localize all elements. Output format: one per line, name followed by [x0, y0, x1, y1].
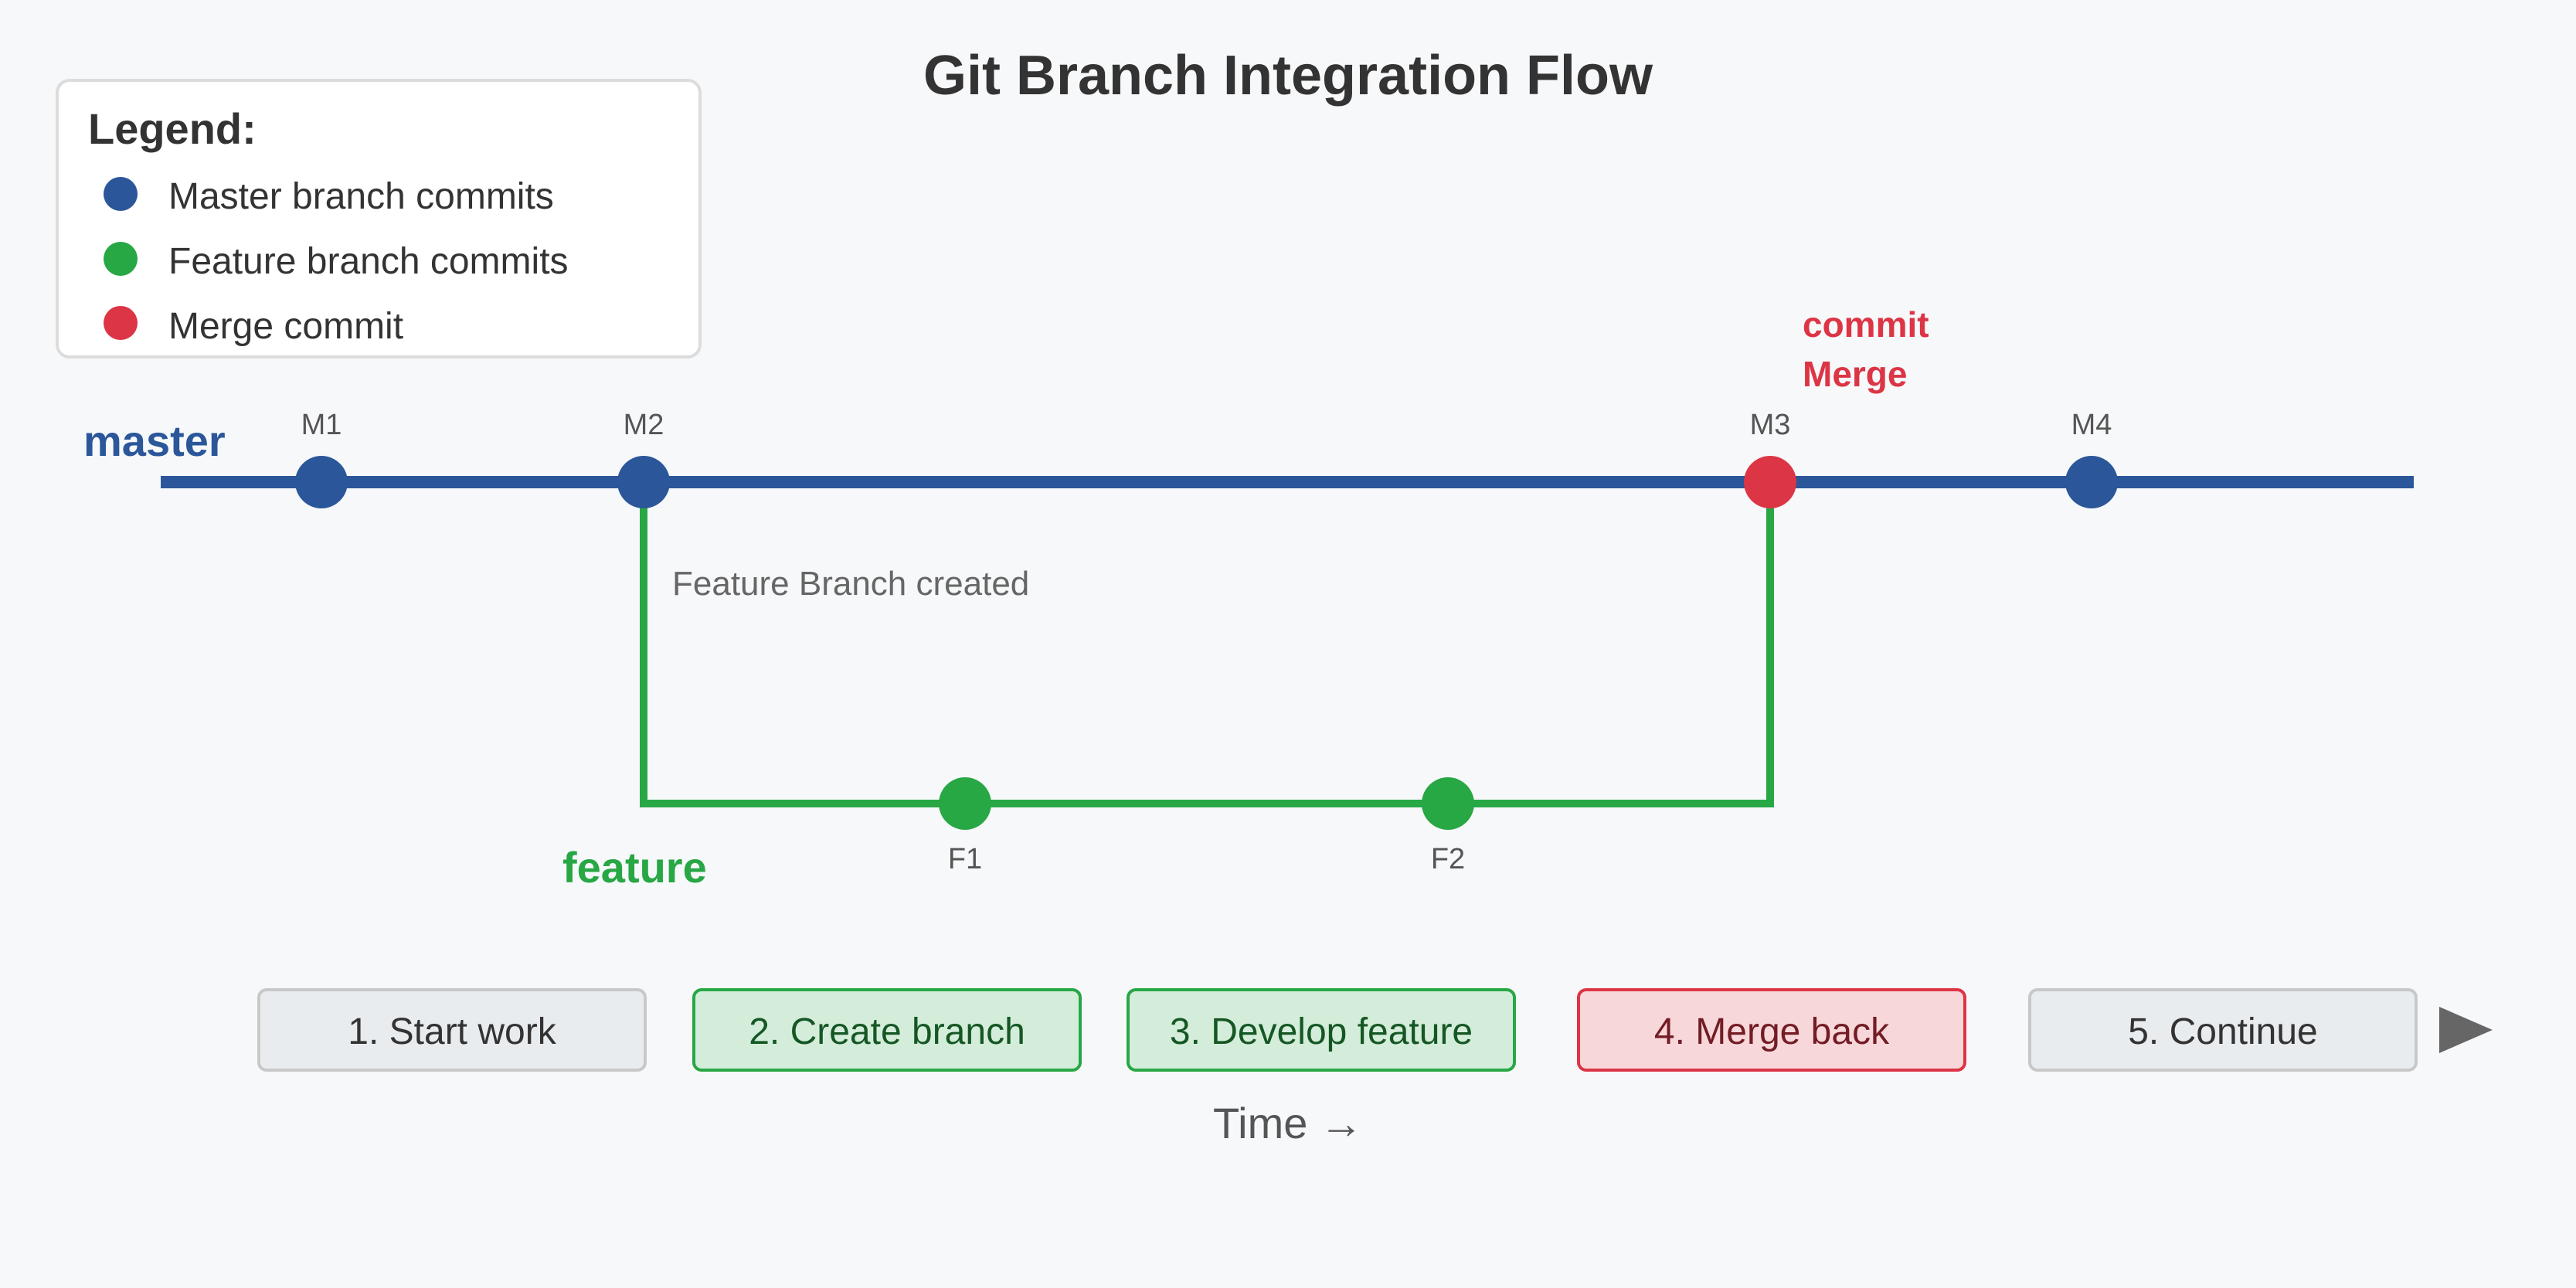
feature-branch-line [640, 482, 1774, 807]
legend: Legend: Master branch commits Feature br… [56, 79, 702, 359]
commit-label-m4: M4 [2071, 409, 2112, 441]
commit-label-f2: F2 [1431, 843, 1465, 875]
commit-label-m2: M2 [624, 409, 664, 441]
step-4-box [1577, 988, 1966, 1072]
legend-item-merge: Merge commit [168, 306, 403, 347]
legend-merge-dot [104, 306, 138, 340]
merge-annotation-line1: commit [1803, 304, 1929, 345]
commit-m3-merge [1744, 456, 1796, 508]
feature-branch-label: feature [562, 843, 707, 892]
timeline-arrow-icon [2439, 1007, 2493, 1053]
diagram-title: Git Branch Integration Flow [923, 45, 1653, 107]
legend-item-feature: Feature branch commits [168, 241, 569, 282]
time-axis-label: Time → [1213, 1099, 1363, 1147]
step-4-label: 4. Merge back [1654, 1011, 1890, 1052]
legend-item-master: Master branch commits [168, 176, 554, 217]
commit-label-f1: F1 [948, 843, 982, 875]
commit-label-m3: M3 [1750, 409, 1791, 441]
step-3-label: 3. Develop feature [1170, 1011, 1473, 1052]
step-1-box [257, 988, 647, 1072]
step-2-label: 2. Create branch [749, 1011, 1025, 1052]
step-2-box [692, 988, 1082, 1072]
commit-m2 [617, 456, 670, 508]
step-3-box [1127, 988, 1516, 1072]
commit-f1 [939, 777, 991, 830]
timeline-steps: 1. Start work 2. Create branch 3. Develo… [257, 988, 2493, 1072]
step-5-label: 5. Continue [2128, 1011, 2318, 1052]
step-1-label: 1. Start work [348, 1011, 556, 1052]
commit-f2 [1422, 777, 1474, 830]
commit-m1 [295, 456, 348, 508]
commit-label-m1: M1 [301, 409, 342, 441]
step-5-box [2028, 988, 2418, 1072]
legend-feature-dot [104, 242, 138, 276]
merge-annotation-line2: Merge [1803, 354, 1907, 394]
master-branch-label: master [83, 416, 226, 465]
commit-m4 [2065, 456, 2118, 508]
legend-title: Legend: [88, 104, 257, 153]
legend-master-dot [104, 177, 138, 211]
legend-box [56, 79, 702, 359]
branch-created-annotation: Feature Branch created [672, 565, 1029, 603]
